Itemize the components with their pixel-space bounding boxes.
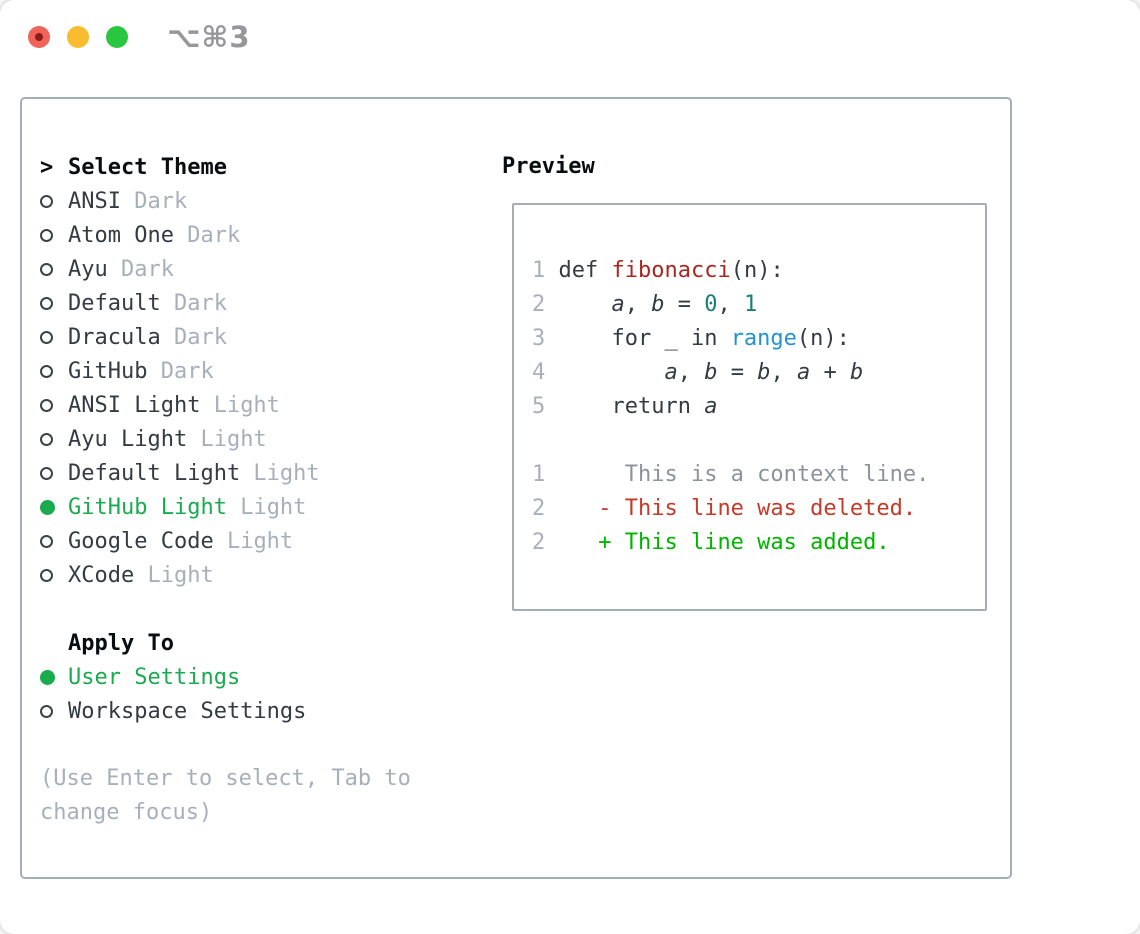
item-label: ANSI Light xyxy=(68,392,201,418)
apply-to-header-row: Apply To xyxy=(40,626,411,660)
line-number xyxy=(532,428,559,453)
item-label: GitHub Light xyxy=(68,494,227,520)
line-number: 5 xyxy=(532,394,559,419)
radio-selected-icon xyxy=(40,499,68,515)
radio-unselected-icon xyxy=(40,262,68,276)
line-number: 1 xyxy=(532,258,559,283)
item-label: User Settings xyxy=(68,664,241,690)
apply-to-title: Apply To xyxy=(68,630,174,656)
section-gap xyxy=(40,728,411,762)
item-variant-label: Light xyxy=(187,426,267,452)
item-variant-label: Light xyxy=(226,494,307,520)
select-theme-header-row: > Select Theme xyxy=(40,150,411,184)
code-line: 5 return a xyxy=(532,394,718,419)
zoom-button-icon[interactable] xyxy=(106,26,128,48)
item-variant-label: Dark xyxy=(160,290,227,316)
close-button-icon[interactable] xyxy=(28,26,50,48)
code-line: 2 a, b = 0, 1 xyxy=(532,292,758,317)
item-label: Default xyxy=(68,290,161,316)
theme-item-ansi-light[interactable]: ANSI Light Light xyxy=(40,388,411,422)
preview-code-box: 1 def fibonacci(n): 2 a, b = 0, 1 3 for _ … xyxy=(512,203,987,611)
item-label: Google Code xyxy=(68,528,214,554)
section-gap xyxy=(40,592,411,626)
item-label: Ayu Light xyxy=(68,426,188,452)
radio-unselected-icon xyxy=(40,704,68,718)
line-number: 1 xyxy=(532,462,559,487)
title-bar: ⌥⌘3 xyxy=(0,0,1140,74)
code-line: 2 - This line was deleted. xyxy=(532,496,917,521)
apply-option-user-settings[interactable]: User Settings xyxy=(40,660,411,694)
item-variant-label: Dark xyxy=(160,324,227,350)
line-number: 2 xyxy=(532,292,559,317)
radio-unselected-icon xyxy=(40,466,68,480)
item-label: GitHub xyxy=(68,358,148,384)
code-line: 2 + This line was added. xyxy=(532,530,890,555)
theme-item-github[interactable]: GitHub Dark xyxy=(40,354,411,388)
item-variant-label: Dark xyxy=(173,222,241,248)
code-line: 4 a, b = b, a + b xyxy=(532,360,864,385)
line-number: 3 xyxy=(532,326,559,351)
radio-unselected-icon xyxy=(40,194,68,208)
item-variant-label: Light xyxy=(213,528,294,554)
radio-unselected-icon xyxy=(40,534,68,548)
radio-unselected-icon xyxy=(40,296,68,310)
code-line: 1 def fibonacci(n): xyxy=(532,258,784,283)
theme-item-github-light[interactable]: GitHub Light Light xyxy=(40,490,411,524)
hint-line-2: change focus) xyxy=(40,800,213,825)
item-variant-label: Dark xyxy=(120,188,188,214)
theme-item-xcode[interactable]: XCode Light xyxy=(40,558,411,592)
radio-unselected-icon xyxy=(40,364,68,378)
preview-title: Preview xyxy=(502,154,595,179)
radio-unselected-icon xyxy=(40,330,68,344)
code-block: 1 def fibonacci(n): 2 a, b = 0, 1 3 for _ … xyxy=(532,254,929,560)
radio-unselected-icon xyxy=(40,432,68,446)
item-label: ANSI xyxy=(68,188,121,214)
minimize-button-icon[interactable] xyxy=(67,26,89,48)
item-variant-label: Light xyxy=(134,562,214,588)
item-label: Dracula xyxy=(68,324,161,350)
theme-item-default-light[interactable]: Default Light Light xyxy=(40,456,411,490)
radio-selected-icon xyxy=(40,669,68,685)
code-line xyxy=(532,424,929,458)
radio-unselected-icon xyxy=(40,228,68,242)
item-variant-label: Dark xyxy=(147,358,214,384)
item-label: Ayu xyxy=(68,256,108,282)
radio-unselected-icon xyxy=(40,398,68,412)
radio-unselected-icon xyxy=(40,568,68,582)
theme-item-ansi[interactable]: ANSI Dark xyxy=(40,184,411,218)
apply-option-workspace-settings[interactable]: Workspace Settings xyxy=(40,694,411,728)
line-number: 2 xyxy=(532,496,559,521)
theme-item-atom-one[interactable]: Atom One Dark xyxy=(40,218,411,252)
theme-item-ayu-light[interactable]: Ayu Light Light xyxy=(40,422,411,456)
theme-item-default[interactable]: Default Dark xyxy=(40,286,411,320)
code-line: 1 This is a context line. xyxy=(532,462,930,487)
item-variant-label: Dark xyxy=(107,256,174,282)
select-theme-title: Select Theme xyxy=(68,154,227,180)
line-number: 2 xyxy=(532,530,559,555)
item-label: Default Light xyxy=(68,460,241,486)
theme-item-google-code[interactable]: Google Code Light xyxy=(40,524,411,558)
prompt-caret-icon: > xyxy=(40,154,54,180)
traffic-lights xyxy=(28,26,128,48)
theme-item-ayu[interactable]: Ayu Dark xyxy=(40,252,411,286)
item-label: XCode xyxy=(68,562,135,588)
item-label: Atom One xyxy=(68,222,174,248)
window-title-shortcut: ⌥⌘3 xyxy=(167,20,251,54)
item-label: Workspace Settings xyxy=(68,698,307,724)
theme-item-dracula[interactable]: Dracula Dark xyxy=(40,320,411,354)
hint-line-1: (Use Enter to select, Tab to xyxy=(40,766,411,791)
item-variant-label: Light xyxy=(200,392,280,418)
line-number: 4 xyxy=(532,360,559,385)
item-variant-label: Light xyxy=(240,460,320,486)
code-line: 3 for _ in range(n): xyxy=(532,326,850,351)
